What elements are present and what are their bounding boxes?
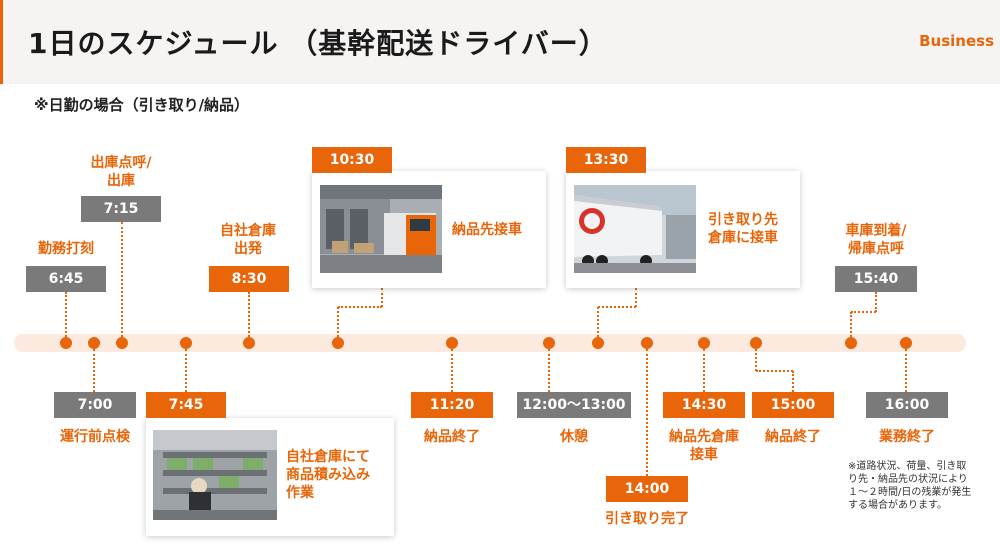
timeline-dot-0830 [243, 337, 255, 349]
stem-0745 [185, 349, 187, 392]
event-time-1400: 14:00 [606, 476, 688, 502]
stem-1200 [548, 349, 550, 392]
event-card-0745: 自社倉庫にて 商品積み込み 作業 [146, 418, 394, 536]
event-label-1500: 納品終了 [765, 429, 821, 445]
photo-warehouse-loading [153, 430, 277, 520]
timeline-dot-1600 [900, 337, 912, 349]
timeline-dot-1500 [750, 337, 762, 349]
event-label-1430: 納品先倉庫 接車 [654, 428, 754, 464]
stem-1600 [905, 349, 907, 392]
timeline-dot-0700 [88, 337, 100, 349]
timeline-dot-1540 [845, 337, 857, 349]
event-label-1030: 納品先接車 [452, 222, 522, 238]
event-time-1200: 12:00～13:00 [517, 392, 631, 418]
timeline-dot-1330 [592, 337, 604, 349]
stem-1120 [451, 349, 453, 392]
event-label-0715-line1: 出庫点呼/ [90, 155, 152, 171]
event-label-0745: 自社倉庫にて 商品積み込み 作業 [286, 448, 370, 502]
event-time-1600: 16:00 [866, 392, 948, 418]
timeline-track [14, 334, 966, 352]
event-label-1430-line1: 納品先倉庫 [669, 429, 739, 445]
stem-1330-upper [635, 288, 637, 307]
event-label-0745-line1: 自社倉庫にて [286, 449, 370, 465]
event-label-0830-line1: 自社倉庫 [220, 223, 276, 239]
stem-1500-lower [792, 371, 794, 392]
header-accent-bar [0, 0, 3, 84]
stem-1030-upper [381, 288, 383, 307]
event-time-0645: 6:45 [26, 266, 106, 292]
stem-1030-lower [337, 307, 339, 337]
stem-1400 [646, 349, 648, 476]
schedule-subtitle: ※日勤の場合（引き取り/納品） [34, 96, 250, 114]
timeline-dot-0745 [180, 337, 192, 349]
event-label-1330: 引き取り先 倉庫に接車 [708, 211, 778, 247]
event-label-0830-line2: 出発 [234, 241, 262, 257]
stem-0830 [248, 292, 250, 337]
stem-1540-horizontal [851, 311, 876, 313]
timeline-dot-1430 [698, 337, 710, 349]
event-time-0715: 7:15 [81, 196, 161, 222]
stem-1500-horizontal [756, 370, 793, 372]
event-time-1500: 15:00 [752, 392, 834, 418]
stem-1540-upper [875, 292, 877, 312]
timeline-dot-1400 [641, 337, 653, 349]
timeline-dot-0645 [60, 337, 72, 349]
event-time-1430: 14:30 [663, 392, 745, 418]
event-time-1120: 11:20 [411, 392, 493, 418]
event-label-1400: 引き取り完了 [605, 511, 689, 527]
event-time-0830: 8:30 [209, 266, 289, 292]
timeline-dot-0715 [116, 337, 128, 349]
event-label-1540: 車庫到着/ 帰庫点呼 [834, 222, 918, 258]
timeline-dot-1120 [446, 337, 458, 349]
event-card-1030: 納品先接車 [312, 171, 546, 288]
event-label-0700: 運行前点検 [60, 429, 130, 445]
event-label-1430-line2: 接車 [690, 447, 718, 463]
event-label-0715-line2: 出庫 [107, 173, 135, 189]
brand-label: Business [919, 32, 994, 50]
event-label-0745-line3: 作業 [286, 485, 314, 501]
timeline-dot-1030 [332, 337, 344, 349]
stem-0715 [121, 222, 123, 337]
overtime-footnote: ※道路状況、荷量、引き取り先・納品先の状況により１～２時間/日の残業が発生する場… [848, 461, 972, 511]
event-card-1330: 引き取り先 倉庫に接車 [566, 171, 800, 288]
event-time-1030: 10:30 [312, 147, 392, 173]
timeline-dot-1200 [543, 337, 555, 349]
stem-1330-lower [597, 307, 599, 337]
event-label-1330-line1: 引き取り先 [708, 212, 778, 228]
event-label-1120: 納品終了 [424, 429, 480, 445]
page-title: 1日のスケジュール （基幹配送ドライバー） [28, 27, 608, 60]
event-label-1330-line2: 倉庫に接車 [708, 230, 778, 246]
event-label-1540-line1: 車庫到着/ [845, 223, 907, 239]
event-time-0700: 7:00 [54, 392, 136, 418]
event-label-0715: 出庫点呼/ 出庫 [80, 154, 162, 190]
event-label-0745-line2: 商品積み込み [286, 467, 370, 483]
event-label-1600: 業務終了 [879, 429, 935, 445]
stem-1500-upper [755, 349, 757, 371]
event-label-1540-line2: 帰庫点呼 [848, 241, 904, 257]
photo-trailer-at-warehouse [574, 185, 696, 273]
event-time-1330: 13:30 [566, 147, 646, 173]
stem-0645 [65, 292, 67, 337]
event-label-1200: 休憩 [560, 429, 588, 445]
stem-0700 [93, 349, 95, 392]
event-label-0645: 勤務打刻 [38, 241, 94, 257]
photo-truck-at-dock [320, 185, 442, 273]
stem-1430 [703, 349, 705, 392]
header-band [0, 0, 1000, 84]
event-label-0830: 自社倉庫 出発 [206, 222, 290, 258]
event-time-1540: 15:40 [835, 266, 917, 292]
stem-1330-horizontal [598, 306, 636, 308]
stem-1540-lower [850, 312, 852, 337]
event-time-0745: 7:45 [146, 392, 226, 418]
stem-1030-horizontal [338, 306, 382, 308]
